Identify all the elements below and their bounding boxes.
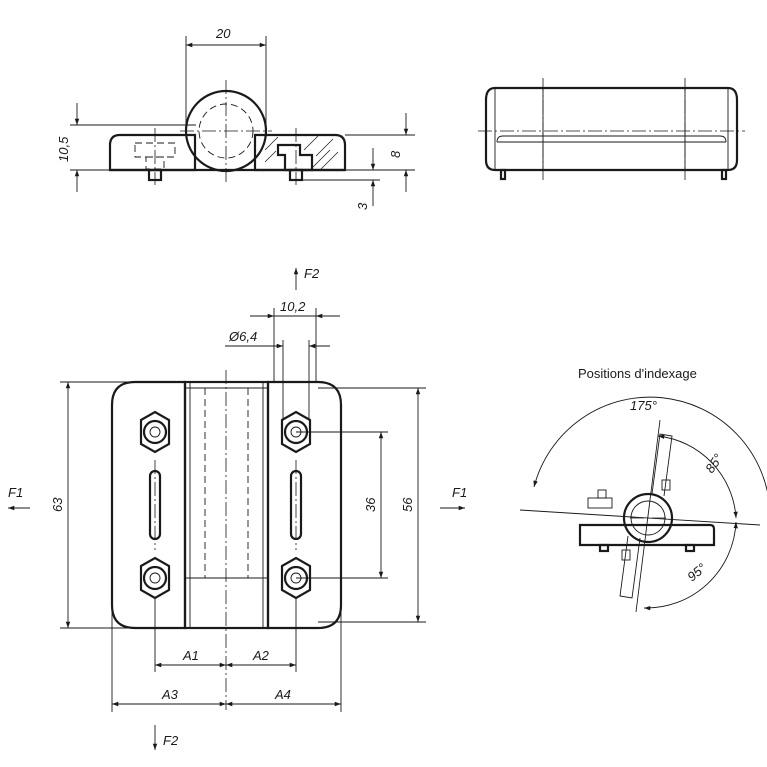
dim-height-total: 10,5 xyxy=(56,136,71,162)
dim-a4: A4 xyxy=(274,687,291,702)
indexing-view: Positions d'indexage 175° 85° 95° xyxy=(519,366,767,613)
dim-overall-height: 63 xyxy=(50,497,65,512)
dim-a2: A2 xyxy=(252,648,270,663)
dim-leaf-height: 56 xyxy=(400,497,415,512)
front-view: 20 10,5 8 3 xyxy=(56,26,415,210)
side-view xyxy=(478,78,745,182)
plan-view: F2 F2 F1 F1 10,2 Ø6,4 63 36 xyxy=(8,266,467,750)
dim-top-width: 20 xyxy=(215,26,231,41)
dim-a1: A1 xyxy=(182,648,199,663)
force-left-label: F1 xyxy=(8,485,23,500)
force-top-label: F2 xyxy=(304,266,320,281)
dim-hole-spacing: 36 xyxy=(363,497,378,512)
section-hatch xyxy=(264,135,339,171)
dim-pin-protrusion: 3 xyxy=(355,202,370,210)
angle-upper: 85° xyxy=(702,451,726,476)
dim-a3: A3 xyxy=(161,687,179,702)
force-bottom-label: F2 xyxy=(163,733,179,748)
dim-base-thickness: 8 xyxy=(388,150,403,158)
force-right-label: F1 xyxy=(452,485,467,500)
dim-slot-offset: 10,2 xyxy=(280,299,306,314)
angle-lower: 95° xyxy=(684,560,709,584)
angle-total: 175° xyxy=(630,398,657,413)
indexing-title: Positions d'indexage xyxy=(578,366,697,381)
dim-bore-diameter: Ø6,4 xyxy=(228,329,257,344)
